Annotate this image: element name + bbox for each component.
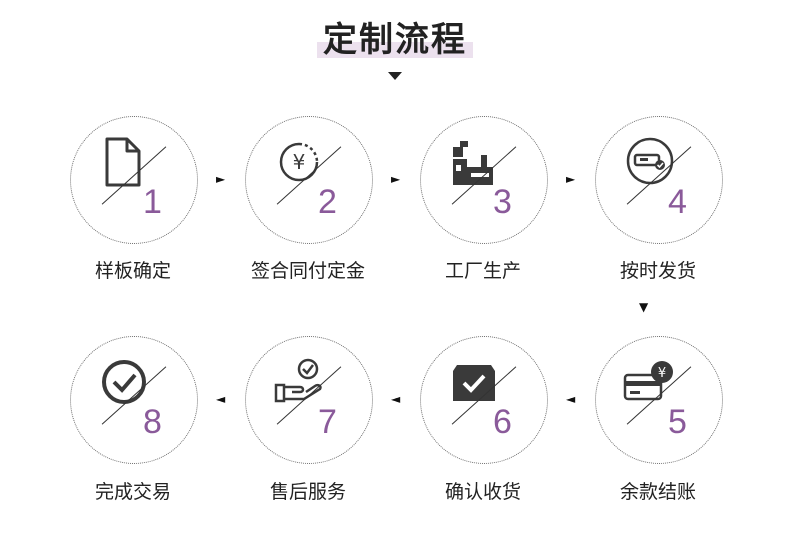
page-title: 定制流程: [317, 18, 473, 62]
arrow-right-icon: ►: [566, 172, 576, 186]
step-6: 6: [420, 336, 548, 464]
step-4: 4: [595, 116, 723, 244]
step-label-5: 余款结账: [619, 481, 696, 503]
step-number: 3: [493, 183, 512, 221]
step-label-2: 签合同付定金: [250, 260, 365, 282]
arrow-right-icon: ►: [391, 172, 401, 186]
step-label-7: 售后服务: [269, 481, 346, 503]
arrow-left-icon: ◄: [391, 392, 401, 406]
step-label-6: 确认收货: [444, 481, 521, 503]
step-3: 3: [420, 116, 548, 244]
step-number: 1: [143, 183, 162, 221]
step-label-8: 完成交易: [94, 481, 171, 503]
yen-coin-icon: ¥: [279, 142, 319, 182]
step-8: 8: [70, 336, 198, 464]
shipment-icon: [626, 137, 674, 185]
step-number: 8: [143, 403, 162, 441]
step-number: 6: [493, 403, 512, 441]
step-number: 5: [668, 403, 687, 441]
step-number: 2: [318, 183, 337, 221]
box-check-icon: [453, 365, 495, 401]
arrow-right-icon: ►: [216, 172, 226, 186]
step-number: 7: [318, 403, 337, 441]
step-5: ¥ 5: [595, 336, 723, 464]
step-label-1: 样板确定: [94, 260, 171, 282]
step-label-4: 按时发货: [619, 260, 696, 282]
arrow-left-icon: ◄: [566, 392, 576, 406]
arrow-down-icon: ▼: [639, 300, 649, 314]
step-number: 4: [668, 183, 687, 221]
arrow-left-icon: ◄: [216, 392, 226, 406]
title-wrap: 定制流程: [0, 18, 790, 62]
circle-check-icon: [102, 360, 146, 404]
document-icon: [105, 137, 141, 187]
hand-check-icon: [274, 358, 322, 403]
svg-text:¥: ¥: [658, 366, 666, 381]
step-1: 1: [70, 116, 198, 244]
card-payment-icon: ¥: [623, 361, 673, 401]
step-7: 7: [245, 336, 373, 464]
title-down-arrow-icon: [388, 72, 402, 80]
step-2: ¥ 2: [245, 116, 373, 244]
factory-icon: [453, 141, 493, 185]
svg-text:¥: ¥: [293, 150, 306, 174]
step-label-3: 工厂生产: [444, 260, 521, 282]
